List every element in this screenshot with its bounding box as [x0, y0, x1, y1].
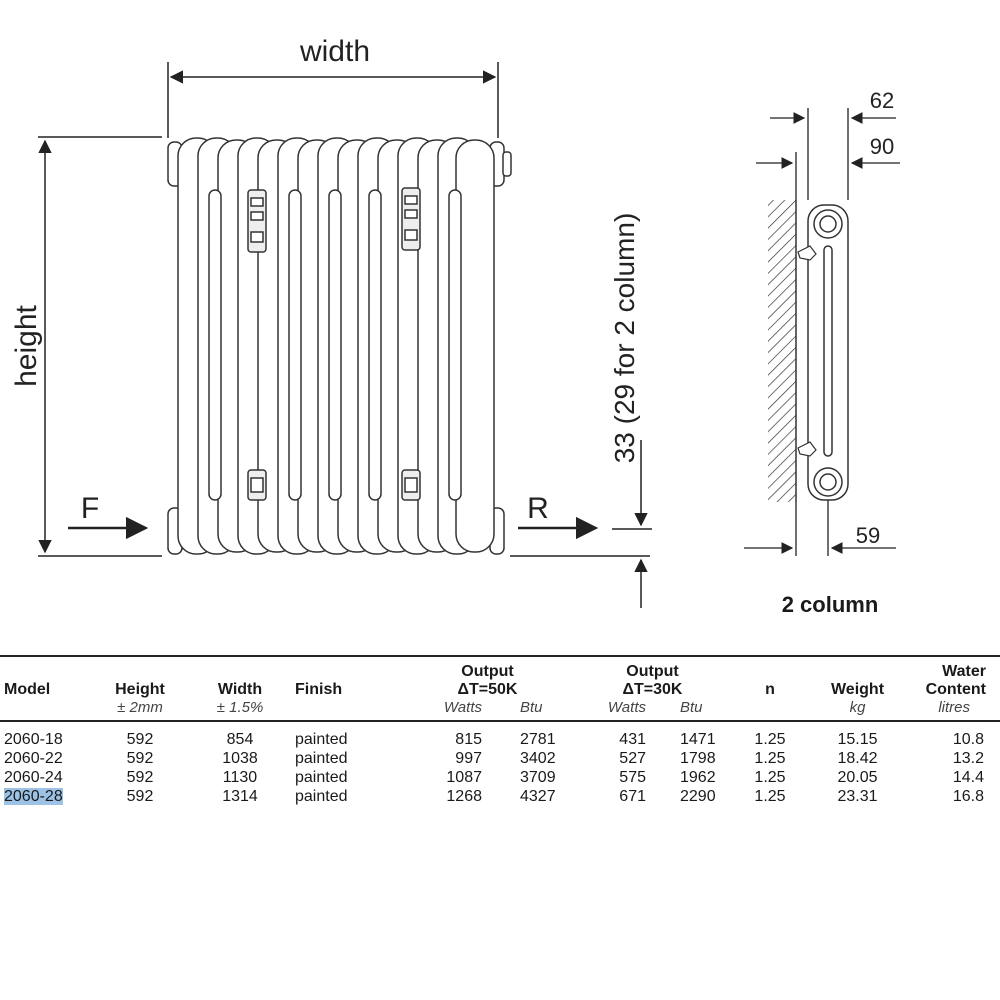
cell-watts-30: 671: [619, 788, 646, 805]
unit-weight: kg: [810, 699, 905, 722]
cell-model[interactable]: 2060-28: [0, 787, 95, 806]
side-view-title: 2 column: [781, 592, 879, 617]
height-dimension: height: [10, 136, 162, 557]
unit-width: ± 1.5%: [185, 699, 295, 722]
cell-finish: painted: [295, 750, 348, 767]
cell-watts-30: 575: [619, 769, 646, 786]
table-row: 2060-18 592 854 painted 815 2781 431 147…: [0, 721, 1000, 749]
cell-height: 592: [126, 769, 154, 786]
height-label: height: [10, 304, 43, 386]
cell-n: 1.25: [754, 731, 786, 748]
cell-btu-50: 4327: [520, 788, 556, 805]
unit-btu-50: Btu: [490, 699, 575, 722]
cell-weight: 20.05: [837, 769, 878, 786]
header-finish: Finish: [295, 655, 400, 699]
unit-water: litres: [905, 699, 1000, 722]
side-view: 62 90 59: [744, 88, 900, 556]
cell-n: 1.25: [754, 769, 786, 786]
radiator-front-view: [167, 137, 512, 555]
cell-height: 592: [126, 731, 154, 748]
cell-width: 1038: [222, 750, 258, 767]
table-row: 2060-22 592 1038 painted 997 3402 527 17…: [0, 749, 1000, 768]
selected-model[interactable]: 2060-28: [4, 788, 63, 805]
unit-watts-50: Watts: [400, 699, 490, 722]
header-weight: Weight: [810, 655, 905, 699]
return-label: R: [527, 492, 549, 525]
header-model: Model: [0, 655, 95, 699]
cell-water: 13.2: [952, 750, 984, 767]
cell-btu-30: 1471: [680, 731, 716, 748]
unit-model: [0, 699, 95, 722]
side-dim-bottom: 59: [856, 523, 880, 548]
unit-finish: [295, 699, 400, 722]
cell-width: 1130: [222, 769, 258, 786]
cell-finish: painted: [295, 731, 348, 748]
cell-btu-50: 2781: [520, 731, 556, 748]
cell-watts-50: 1268: [446, 788, 482, 805]
unit-watts-30: Watts: [575, 699, 650, 722]
cell-watts-30: 431: [619, 731, 646, 748]
cell-btu-50: 3709: [520, 769, 556, 786]
cell-width: 1314: [222, 788, 258, 805]
unit-height: ± 2mm: [95, 699, 185, 722]
cell-btu-30: 2290: [680, 788, 716, 805]
header-n: n: [730, 655, 810, 699]
cell-water: 14.4: [952, 769, 984, 786]
cell-model: 2060-18: [4, 731, 63, 748]
offset-dimension: 33 (29 for 2 column): [510, 213, 652, 608]
cell-finish: painted: [295, 788, 348, 805]
flow-label: F: [81, 492, 99, 525]
return-arrow: R: [518, 492, 599, 540]
cell-model: 2060-22: [4, 750, 63, 767]
cell-btu-50: 3402: [520, 750, 556, 767]
cell-finish: painted: [295, 769, 348, 786]
cell-n: 1.25: [754, 788, 786, 805]
width-dimension: width: [167, 35, 499, 138]
cell-watts-50: 997: [455, 750, 482, 767]
offset-label: 33 (29 for 2 column): [609, 213, 640, 464]
header-height: Height: [95, 655, 185, 699]
cell-weight: 18.42: [837, 750, 878, 767]
width-label: width: [299, 35, 370, 68]
cell-watts-50: 815: [455, 731, 482, 748]
table-row: 2060-28 592 1314 painted 1268 4327 671 2…: [0, 787, 1000, 806]
unit-btu-30: Btu: [650, 699, 730, 722]
cell-btu-30: 1798: [680, 750, 716, 767]
cell-btu-30: 1962: [680, 769, 716, 786]
cell-n: 1.25: [754, 750, 786, 767]
unit-n: [730, 699, 810, 722]
cell-width: 854: [226, 731, 254, 748]
side-dim-mid: 90: [870, 134, 894, 159]
cell-height: 592: [126, 788, 154, 805]
cell-water: 16.8: [952, 788, 984, 805]
radiator-drawing: width height: [10, 35, 900, 608]
cell-height: 592: [126, 750, 154, 767]
cell-watts-50: 1087: [446, 769, 482, 786]
table-row: 2060-24 592 1130 painted 1087 3709 575 1…: [0, 768, 1000, 787]
cell-water: 10.8: [952, 731, 984, 748]
cell-watts-30: 527: [619, 750, 646, 767]
cell-weight: 23.31: [837, 788, 878, 805]
side-dim-top: 62: [870, 88, 894, 113]
cell-model: 2060-24: [4, 769, 63, 786]
cell-weight: 15.15: [837, 731, 878, 748]
header-width: Width: [185, 655, 295, 699]
flow-arrow: F: [68, 492, 149, 540]
